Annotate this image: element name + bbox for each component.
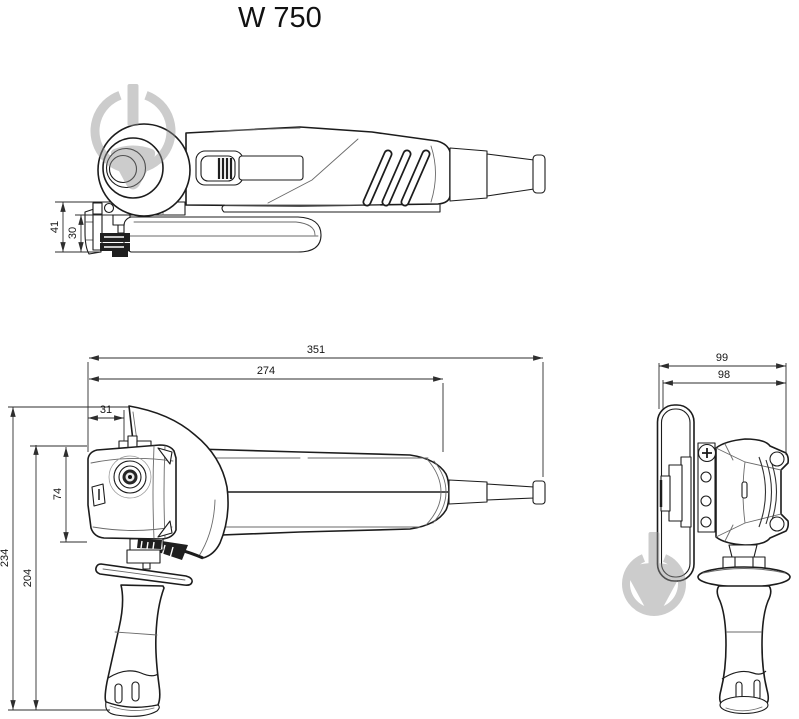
cable-boot: [449, 147, 488, 202]
dim-label-31: 31: [100, 404, 112, 416]
side-view: [87, 405, 546, 717]
handle-neck: [728, 544, 758, 558]
vent-slot: [741, 481, 748, 499]
guard-clamp-plate: [697, 442, 717, 533]
dim-label-351: 351: [307, 344, 325, 356]
cable-assembly-top: [449, 147, 546, 202]
top-view: [84, 123, 546, 257]
page-title: W 750: [238, 2, 322, 34]
cable-boot-side: [448, 479, 488, 505]
side-cable-assembly: [448, 479, 546, 505]
dim-label-74: 74: [52, 488, 64, 500]
shop-logo-watermark-top-left: [90, 84, 176, 190]
top-view-dimensions: 41 30: [49, 201, 112, 253]
rear-cap-arcs: [425, 458, 447, 526]
cable-taper-side: [486, 483, 535, 501]
side-gear-head: [87, 435, 177, 540]
head-screw-boss: [769, 451, 785, 467]
side-view-dimensions: 351 274 31 74 234 204: [0, 344, 544, 711]
shop-logo-watermark-bottom-right: [622, 532, 686, 616]
dim-label-99: 99: [716, 352, 728, 364]
watermark-stem: [127, 84, 139, 126]
front-view: [656, 404, 791, 715]
side-handle-assembly: [95, 538, 193, 717]
watermark-arrow: [626, 563, 682, 615]
front-handle-assembly: [697, 544, 791, 715]
cable-end-cap-side: [532, 480, 546, 505]
watermark-ring: [622, 554, 686, 616]
grip-slot: [131, 681, 140, 702]
extension-lines: [8, 362, 544, 711]
grip-slot: [114, 683, 123, 704]
dim-label-41: 41: [49, 221, 61, 233]
dim-label-204: 204: [22, 569, 34, 587]
top-view-body: [185, 126, 546, 213]
head-screw-boss: [769, 516, 785, 532]
rear-grip-slots: [362, 149, 431, 207]
motor-ring-arcs: [758, 456, 778, 528]
dim-label-30: 30: [67, 227, 79, 239]
gear-head-front: [715, 438, 790, 546]
front-view-dimensions: 99 98: [658, 352, 787, 455]
switch-grip-ridges: [217, 158, 233, 179]
housing-lower-edge-strip: [221, 204, 441, 213]
spindle-bore: [108, 154, 138, 184]
cable-taper: [486, 153, 535, 197]
handle-grip-front: [716, 585, 772, 710]
bracket-hole: [103, 202, 115, 214]
watermark-stem: [648, 532, 660, 573]
nameplate: [238, 155, 304, 181]
disc-guard-top-view: [123, 216, 322, 253]
watermark-ring: [90, 91, 176, 174]
dim-label-234: 234: [0, 549, 11, 567]
dim-label-274: 274: [257, 365, 275, 377]
housing-seam-lines: [213, 127, 436, 206]
phillips-cross: [702, 448, 712, 458]
spindle-hub-stack: [659, 456, 692, 528]
top-view-gear-head: [97, 123, 191, 217]
watermark-arrow: [110, 145, 156, 190]
grip-bottom-cap: [105, 701, 160, 717]
cable-end-cap: [532, 154, 546, 194]
handle-flange-front: [697, 566, 791, 588]
dim-label-98: 98: [718, 369, 730, 381]
